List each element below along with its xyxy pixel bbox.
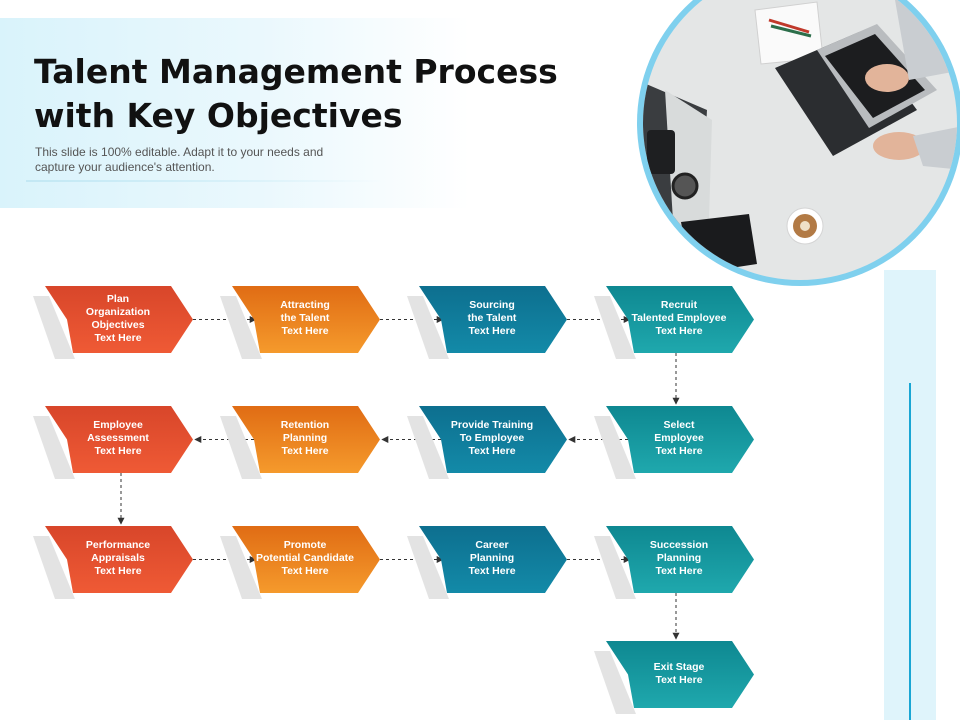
process-step-shape: [45, 526, 193, 593]
node-shadow: [407, 296, 449, 359]
process-step-shape: [606, 526, 754, 593]
node-shadow: [407, 536, 449, 599]
process-step-shape: [606, 406, 754, 473]
header-underline: [26, 180, 386, 182]
node-shadow: [407, 416, 449, 479]
page-title: Talent Management Process with Key Objec…: [34, 52, 558, 135]
node-shadow: [594, 296, 636, 359]
process-step-shape: [232, 526, 380, 593]
node-shadow: [33, 416, 75, 479]
process-step-shape: [45, 286, 193, 353]
node-shadow: [220, 536, 262, 599]
node-shadow: [594, 416, 636, 479]
process-step-shape: [419, 526, 567, 593]
node-shadow: [594, 651, 636, 714]
workspace-photo: [637, 0, 960, 286]
node-shadow: [33, 296, 75, 359]
right-decor-line: [909, 383, 911, 720]
process-step-shape: [606, 286, 754, 353]
node-shadow: [594, 536, 636, 599]
node-shadow: [33, 536, 75, 599]
process-step-shape: [45, 406, 193, 473]
process-step-shape: [419, 406, 567, 473]
process-step-shape: [232, 286, 380, 353]
process-step-shape: [419, 286, 567, 353]
header-band: [0, 18, 470, 208]
node-shadow: [220, 296, 262, 359]
page-subtitle: This slide is 100% editable. Adapt it to…: [35, 145, 324, 174]
process-step-shape: [232, 406, 380, 473]
node-shadow: [220, 416, 262, 479]
process-step-shape: [606, 641, 754, 708]
